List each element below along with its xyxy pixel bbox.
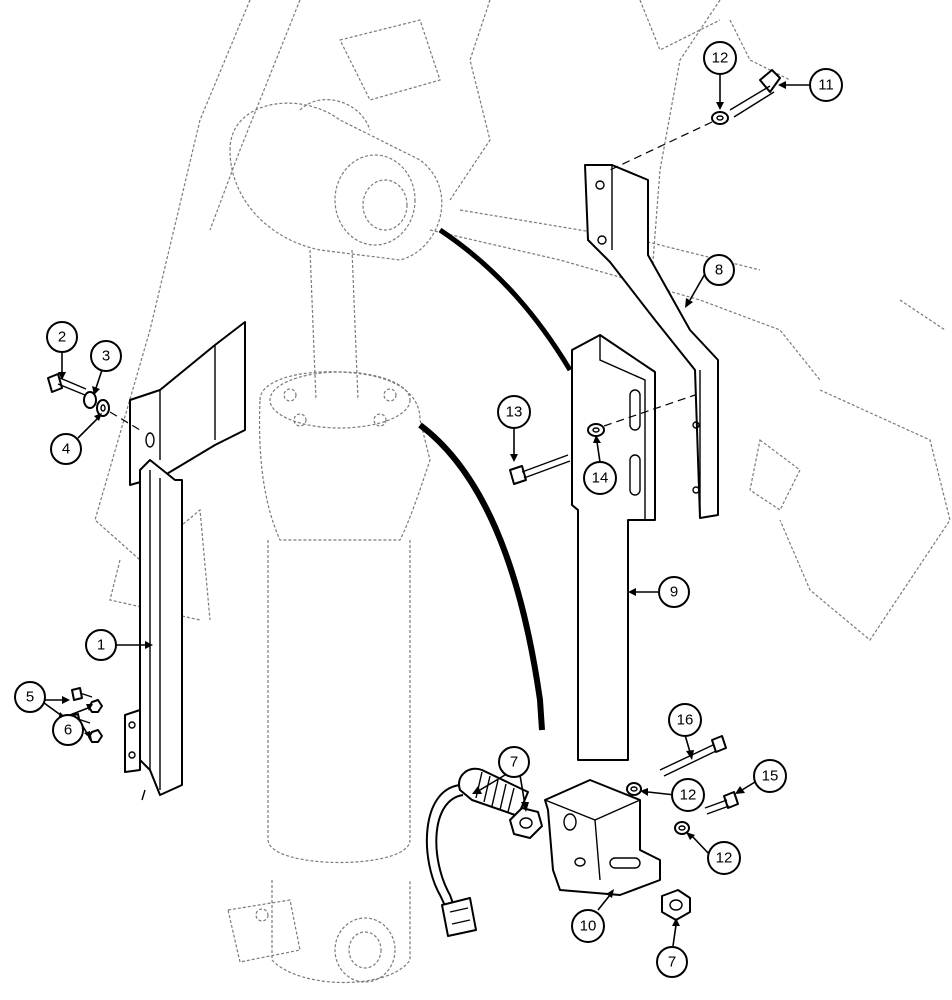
callout-12-mid: 12	[671, 778, 705, 812]
callout-5-label: 5	[26, 689, 34, 706]
part-7-nut-bottom	[661, 889, 691, 921]
callout-10-label: 10	[580, 918, 597, 935]
callout-7-sensor: 7	[498, 746, 530, 778]
callout-4: 4	[50, 433, 82, 465]
callout-8-label: 8	[715, 262, 723, 279]
callout-14-label: 14	[592, 470, 609, 487]
part-7-nut-top	[509, 807, 543, 839]
part-15-bolt	[704, 791, 739, 815]
callout-6: 6	[52, 714, 84, 746]
callout-12-mid-label: 12	[680, 787, 697, 804]
callout-9: 9	[658, 576, 690, 608]
callout-11: 11	[809, 68, 843, 102]
leader-lines	[39, 75, 810, 947]
part-12-washer-low	[674, 821, 690, 835]
callout-1: 1	[85, 629, 117, 661]
callout-12-low: 12	[707, 841, 741, 875]
callout-12-top-label: 12	[712, 50, 729, 67]
part-10-sensor-bracket	[544, 779, 661, 896]
callout-12-top: 12	[703, 41, 737, 75]
part-3-washer	[83, 391, 97, 409]
callout-15: 15	[753, 759, 787, 793]
callout-16: 16	[668, 703, 702, 737]
part-12-washer-mid	[626, 782, 642, 796]
callout-6-label: 6	[64, 722, 72, 739]
part-11-bolt	[729, 69, 781, 118]
callout-15-label: 15	[762, 768, 779, 785]
hydraulic-hoses	[418, 227, 573, 731]
callout-8: 8	[703, 254, 735, 286]
callout-9-label: 9	[670, 584, 678, 601]
callout-2-label: 2	[58, 329, 66, 346]
callout-11-label: 11	[818, 77, 834, 94]
callout-12-low-label: 12	[716, 850, 733, 867]
loader-arm-background	[94, 0, 951, 983]
callout-13: 13	[497, 395, 531, 429]
part-12-washer-top	[711, 111, 729, 125]
part-2-bolt	[47, 373, 87, 396]
callout-5: 5	[14, 681, 46, 713]
callout-16-label: 16	[677, 712, 694, 729]
part-9-sensor-plate	[571, 334, 656, 761]
callout-4-label: 4	[62, 441, 70, 458]
callout-7-nut: 7	[656, 946, 688, 978]
callout-13-label: 13	[506, 404, 523, 421]
callout-7-sensor-label: 7	[510, 754, 518, 771]
callout-10: 10	[571, 909, 605, 943]
part-1-mounting-bracket	[124, 321, 246, 801]
part-8-mounting-arm	[584, 164, 719, 519]
part-7-proximity-sensor	[425, 767, 529, 937]
part-16-bolt	[659, 735, 727, 777]
callout-3-label: 3	[102, 348, 110, 365]
part-13-bolt	[509, 454, 571, 485]
callout-1-label: 1	[97, 637, 105, 654]
callout-7-nut-label: 7	[668, 954, 676, 971]
part-4-washer	[96, 399, 110, 417]
callout-14: 14	[583, 461, 617, 495]
callout-2: 2	[46, 321, 78, 353]
part-14-washer	[587, 423, 605, 437]
callout-3: 3	[90, 340, 122, 372]
